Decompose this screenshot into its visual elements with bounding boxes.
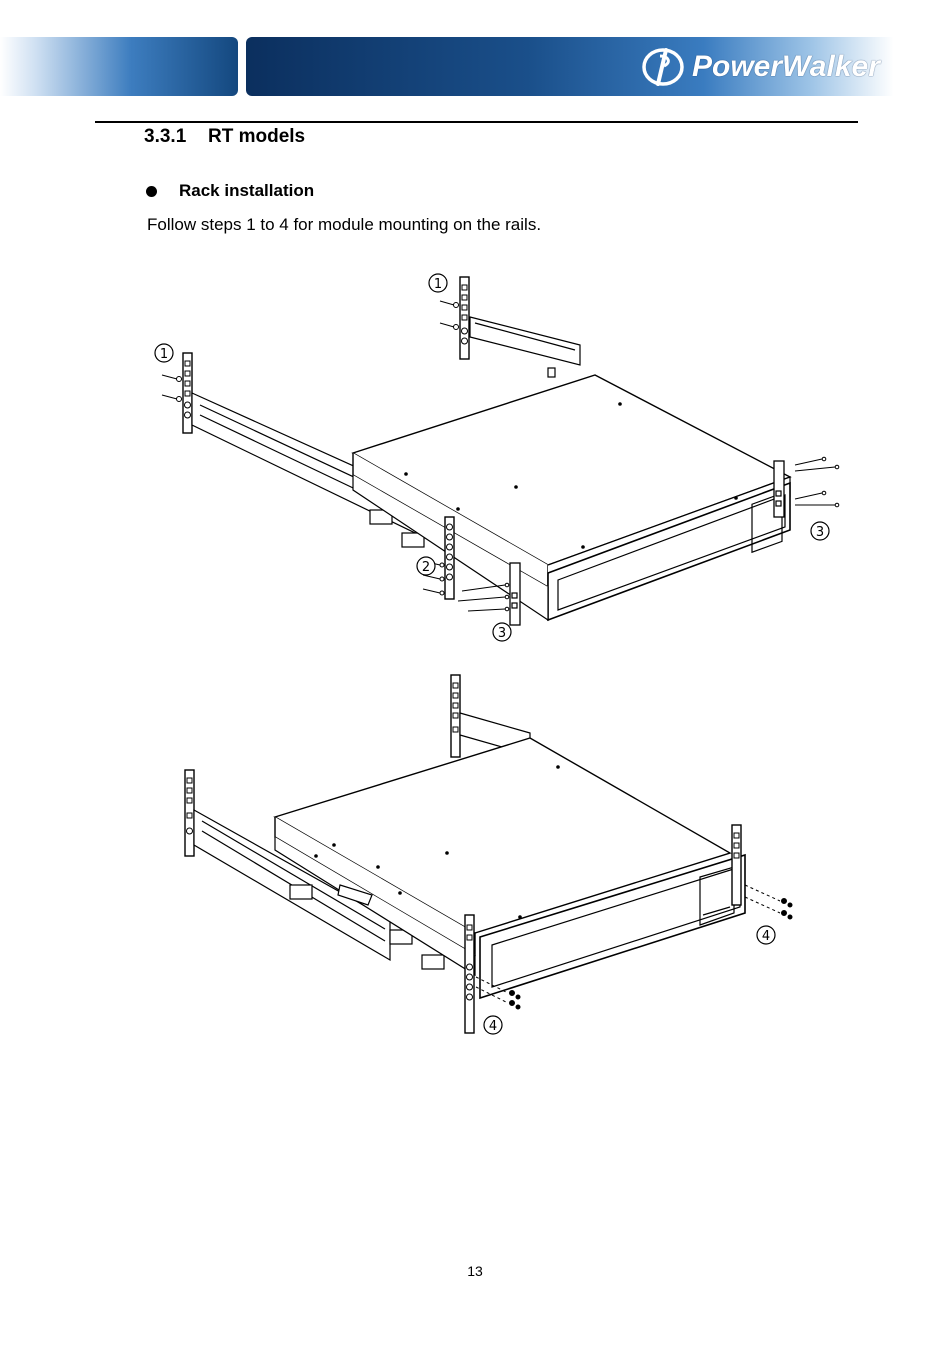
svg-text:1: 1 <box>434 277 442 292</box>
callout-step1-left: 1 <box>154 343 174 363</box>
svg-text:2: 2 <box>422 560 430 575</box>
top-drawing: 1 1 2 3 3 <box>154 273 840 642</box>
svg-text:3: 3 <box>816 525 824 540</box>
callout-step4-right: 4 <box>756 925 776 945</box>
rack-installation-diagram: 1 1 2 3 3 <box>154 273 840 1035</box>
section-heading: 3.3.1 RT models <box>144 126 305 148</box>
bullet-dot-icon <box>146 185 157 197</box>
instruction-text: Follow steps 1 to 4 for module mounting … <box>147 215 542 234</box>
bottom-drawing: 4 4 <box>184 674 793 1035</box>
callout-step3-right: 3 <box>810 521 830 541</box>
callout-step4-front: 4 <box>483 1015 503 1035</box>
bullet-item: Rack installation <box>146 181 314 201</box>
power-logo-icon <box>642 48 684 86</box>
section-title: RT models <box>208 126 306 147</box>
page-number: 13 <box>467 1263 483 1279</box>
callout-step3-front: 3 <box>492 622 512 642</box>
header-band-left <box>0 37 238 96</box>
callout-step2: 2 <box>416 556 436 576</box>
header-rule <box>95 121 858 123</box>
section-number: 3.3.1 <box>144 126 187 147</box>
callout-step1-back: 1 <box>428 273 448 293</box>
brand-name: PowerWalker <box>692 50 880 83</box>
svg-text:1: 1 <box>160 347 168 362</box>
svg-text:4: 4 <box>489 1019 497 1034</box>
svg-text:4: 4 <box>762 929 770 944</box>
header-band: PowerWalker <box>0 37 950 96</box>
brand-logo: PowerWalker <box>640 45 880 89</box>
header-band-right <box>246 37 950 96</box>
svg-text:3: 3 <box>498 626 506 641</box>
bullet-label: Rack installation <box>179 181 315 200</box>
